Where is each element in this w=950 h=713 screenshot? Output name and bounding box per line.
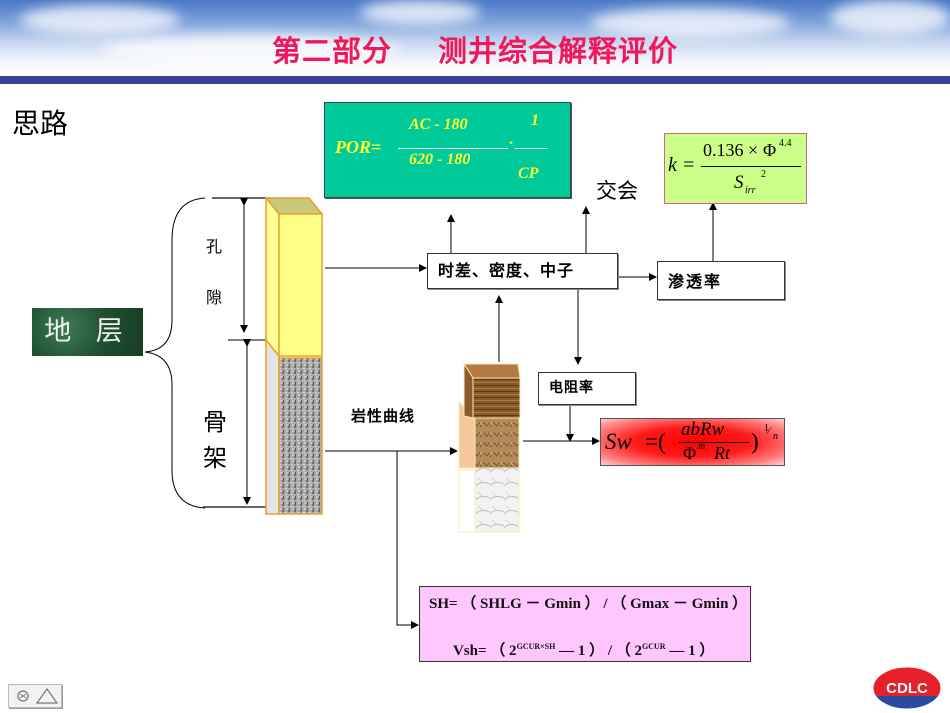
- sw-exponent-den: n: [773, 431, 778, 442]
- vsh-exp2: GCUR: [642, 642, 666, 651]
- sh-formula-line: SH= （ SHLG － Gmin ） / （ Gmax － Gmin ）: [429, 596, 748, 612]
- por-denominator: 620 - 180: [409, 151, 471, 168]
- resistivity-box: 电阻率: [538, 372, 636, 405]
- logo-text: CDLC: [886, 680, 928, 697]
- vsh-suffix: — 1 ）: [665, 643, 715, 659]
- vsh-formula-line: Vsh= （ 2GCUR×SH — 1 ） / （ 2GCUR — 1 ）: [453, 639, 714, 660]
- header-bar: [0, 76, 950, 84]
- sw-exponent-num: 1: [764, 423, 769, 434]
- vsh-exp1: GCUR×SH: [516, 642, 556, 651]
- matrix-label-2: 架: [203, 444, 227, 472]
- sw-denominator-rt: Rt: [714, 443, 730, 463]
- lithology-cubes: [458, 362, 521, 533]
- shale-formula-box: SH= （ SHLG － Gmin ） / （ Gmax － Gmin ） Vs…: [419, 586, 751, 662]
- porosity-formula-box: POR= AC - 180 620 - 180 · 1 CP: [324, 102, 571, 198]
- cdlc-logo: CDLC: [872, 666, 942, 710]
- header-banner: [0, 0, 950, 78]
- k-lhs: k =: [668, 154, 696, 176]
- k-coefficient: 0.136: [703, 140, 744, 160]
- slide-nav-button[interactable]: [8, 684, 62, 708]
- section-label: 思路: [12, 107, 69, 140]
- k-phi: Φ: [763, 140, 777, 160]
- sw-eq: =(: [645, 429, 666, 454]
- permeability-formula-box: k = 0.136 × Φ 4.4 S irr 2: [664, 133, 807, 204]
- crossplot-label: 交会: [596, 179, 638, 203]
- por-lhs: POR=: [335, 137, 382, 157]
- por-dot: ·: [509, 135, 513, 152]
- por-factor-line: [515, 148, 547, 149]
- por-factor-denominator: CP: [518, 165, 539, 182]
- saturation-formula-box: Sw =( abRw Φ m Rt ) 1 ⁄ n: [600, 418, 785, 466]
- sw-denominator-phi: Φ: [683, 443, 697, 463]
- formation-brace: [144, 197, 206, 509]
- k-times: ×: [748, 140, 759, 160]
- sw-lhs: Sw: [605, 429, 632, 454]
- page-title: 第二部分 测井综合解释评价: [0, 28, 950, 70]
- por-factor-numerator: 1: [531, 112, 539, 129]
- k-phi-exponent: 4.4: [779, 138, 792, 149]
- slide-nav-icon: [17, 687, 59, 704]
- k-denominator-base: S: [734, 172, 744, 193]
- vsh-mid: — 1 ） / （ 2: [555, 643, 643, 659]
- sw-denominator-exp: m: [698, 441, 706, 452]
- title-part: 第二部分: [271, 34, 392, 68]
- sw-numerator: abRw: [681, 419, 725, 440]
- sw-close: ): [751, 429, 759, 454]
- formation-prism: [264, 195, 324, 515]
- por-numerator: AC - 180: [409, 116, 468, 133]
- k-denominator-subscript: irr: [745, 185, 756, 196]
- permeability-box: 渗透率: [657, 261, 785, 300]
- formation-label: 地 层: [32, 308, 143, 356]
- k-denominator-exponent: 2: [761, 169, 766, 180]
- sw-fraction-line: [679, 442, 749, 443]
- lithology-curve-label: 岩性曲线: [351, 407, 416, 425]
- k-fraction-line: [701, 166, 801, 167]
- title-main: 测井综合解释评价: [438, 34, 679, 68]
- matrix-label-1: 骨: [203, 408, 227, 436]
- vsh-prefix: Vsh= （ 2: [453, 643, 517, 659]
- logs-box: 时差、密度、中子: [427, 253, 618, 289]
- pore-label-1: 孔: [206, 237, 223, 256]
- pore-label-2: 隙: [206, 288, 223, 307]
- por-fraction-line: [398, 148, 508, 149]
